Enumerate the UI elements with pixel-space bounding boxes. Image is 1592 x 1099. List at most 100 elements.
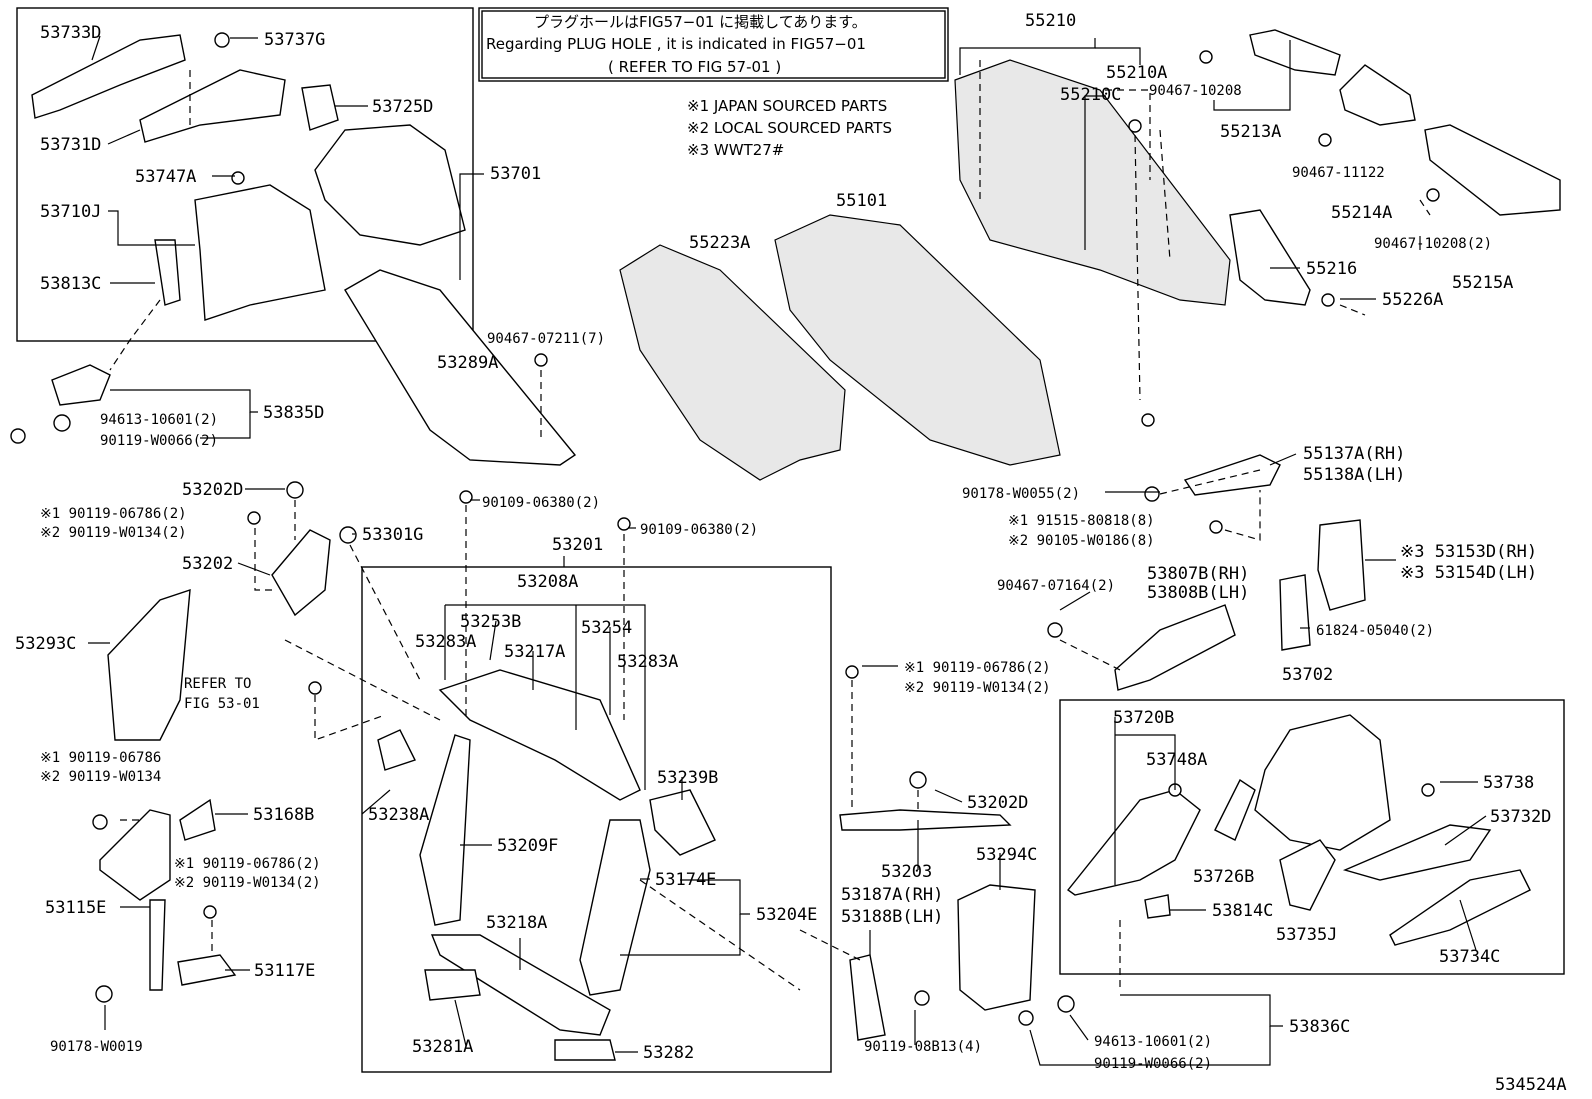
legend-item: ※2 LOCAL SOURCED PARTS xyxy=(687,119,892,137)
part-number-label: ※3 53153D(RH) xyxy=(1400,542,1537,562)
part-number-label: 55210A xyxy=(1106,63,1167,83)
part-number-label: 53253B xyxy=(460,612,521,632)
part-number-label: ※1 90119-06786 xyxy=(40,750,161,766)
part-number-label: 55138A(LH) xyxy=(1303,465,1405,485)
legend-item: ※1 JAPAN SOURCED PARTS xyxy=(687,97,887,115)
part-number-label: 53168B xyxy=(253,805,314,825)
part-number-label: 90467-10208 xyxy=(1149,83,1242,99)
part-number-label: 53115E xyxy=(45,898,106,918)
part-number-label: 55210C xyxy=(1060,85,1121,105)
part-number-label: ※2 90119-W0134(2) xyxy=(40,525,187,541)
part-number-label: 53202 xyxy=(182,554,233,574)
refer-note: REFER TO xyxy=(184,676,251,692)
part-number-label: 55137A(RH) xyxy=(1303,444,1405,464)
part-number-label: 53254 xyxy=(581,618,632,638)
part-number-label: 53238A xyxy=(368,805,429,825)
part-number-label: 53737G xyxy=(264,30,325,50)
part-number-label: 55226A xyxy=(1382,290,1443,310)
part-number-label: 90467-07211(7) xyxy=(487,331,605,347)
part-number-label: 53209F xyxy=(497,836,558,856)
part-number-label: 53710J xyxy=(40,202,101,222)
part-number-label: 53283A xyxy=(415,632,476,652)
figure-id: 534524A xyxy=(1495,1075,1567,1095)
part-number-label: 90467-10208(2) xyxy=(1374,236,1492,252)
legend-item: ※3 WWT27# xyxy=(687,141,784,159)
part-number-label: 90467-07164(2) xyxy=(997,578,1115,594)
part-number-label: 53813C xyxy=(40,274,101,294)
dashed-connectors xyxy=(109,60,1431,991)
part-number-label: 53835D xyxy=(263,403,324,423)
part-number-label: 53701 xyxy=(490,164,541,184)
part-number-label: ※1 91515-80818(8) xyxy=(1008,513,1155,529)
sourcing-legend: ※1 JAPAN SOURCED PARTS ※2 LOCAL SOURCED … xyxy=(687,97,892,159)
part-number-label: ※3 53154D(LH) xyxy=(1400,563,1537,583)
part-number-label: 53293C xyxy=(15,634,76,654)
part-number-label: 53734C xyxy=(1439,947,1500,967)
part-number-label: 90109-06380(2) xyxy=(482,495,600,511)
part-number-label: 53748A xyxy=(1146,750,1207,770)
part-number-label: 53720B xyxy=(1113,708,1174,728)
leader-lines xyxy=(88,35,1487,1066)
part-number-label: ※2 90105-W0186(8) xyxy=(1008,533,1155,549)
part-number-label: 53733D xyxy=(40,23,101,43)
part-number-label: 90119-W0066(2) xyxy=(100,433,218,449)
part-number-label: 53738 xyxy=(1483,773,1534,793)
part-number-label: 90119-W0066(2) xyxy=(1094,1056,1212,1072)
part-number-label: 55223A xyxy=(689,233,750,253)
part-number-label: 53217A xyxy=(504,642,565,662)
part-number-label: ※1 90119-06786(2) xyxy=(904,660,1051,676)
group-box-53201 xyxy=(361,566,832,1073)
part-number-label: 53282 xyxy=(643,1043,694,1063)
part-number-label: 90178-W0055(2) xyxy=(962,486,1080,502)
part-number-label: 53218A xyxy=(486,913,547,933)
part-number-label: ※2 90119-W0134(2) xyxy=(904,680,1051,696)
part-number-label: 53726B xyxy=(1193,867,1254,887)
part-number-label: 55215A xyxy=(1452,273,1513,293)
part-number-label: 90467-11122 xyxy=(1292,165,1385,181)
part-number-label: 53281A xyxy=(412,1037,473,1057)
notice-line-refer: ( REFER TO FIG 57-01 ) xyxy=(608,58,781,76)
part-number-label: 90119-08B13(4) xyxy=(864,1039,982,1055)
part-number-label: 53807B(RH) xyxy=(1147,564,1249,584)
part-number-label: 53283A xyxy=(617,652,678,672)
part-number-label: 53203 xyxy=(881,862,932,882)
part-number-label: 53294C xyxy=(976,845,1037,865)
part-number-label: 53808B(LH) xyxy=(1147,583,1249,603)
part-number-label: ※2 90119-W0134(2) xyxy=(174,875,321,891)
part-number-label: 90178-W0019 xyxy=(50,1039,143,1055)
part-number-label: 53174E xyxy=(655,870,716,890)
part-number-labels: 53733D 53737G 53725D 53731D 53747A 53701 53710… xyxy=(15,11,1551,1072)
refer-note: FIG 53-01 xyxy=(184,696,260,712)
part-number-label: 53202D xyxy=(182,480,243,500)
part-number-label: 53204E xyxy=(756,905,817,925)
part-number-label: 53702 xyxy=(1282,665,1333,685)
part-number-label: ※1 90119-06786(2) xyxy=(174,856,321,872)
part-number-label: 55210 xyxy=(1025,11,1076,31)
notice-line-en: Regarding PLUG HOLE , it is indicated in… xyxy=(486,35,866,53)
part-number-label: 53731D xyxy=(40,135,101,155)
part-number-label: 53208A xyxy=(517,572,578,592)
part-number-label: 53301G xyxy=(362,525,423,545)
part-number-label: 53735J xyxy=(1276,925,1337,945)
part-number-label: ※1 90119-06786(2) xyxy=(40,506,187,522)
part-number-label: 94613-10601(2) xyxy=(100,412,218,428)
part-number-label: 53188B(LH) xyxy=(841,907,943,927)
part-number-label: 53202D xyxy=(967,793,1028,813)
part-number-label: 53836C xyxy=(1289,1017,1350,1037)
part-number-label: 61824-05040(2) xyxy=(1316,623,1434,639)
part-drawings xyxy=(31,29,1561,1061)
part-number-label: 53725D xyxy=(372,97,433,117)
notice-line-jp: プラグホールはFIG57−01 に掲載してあります。 xyxy=(534,13,867,31)
part-number-label: ※2 90119-W0134 xyxy=(40,769,161,785)
part-number-label: 55213A xyxy=(1220,122,1281,142)
part-number-label: 53732D xyxy=(1490,807,1551,827)
part-number-label: 53747A xyxy=(135,167,196,187)
part-number-label: 53814C xyxy=(1212,901,1273,921)
part-number-label: 53289A xyxy=(437,353,498,373)
part-number-label: 53201 xyxy=(552,535,603,555)
part-number-label: 55101 xyxy=(836,191,887,211)
part-number-label: 53187A(RH) xyxy=(841,885,943,905)
part-number-label: 53239B xyxy=(657,768,718,788)
part-number-label: 55216 xyxy=(1306,259,1357,279)
